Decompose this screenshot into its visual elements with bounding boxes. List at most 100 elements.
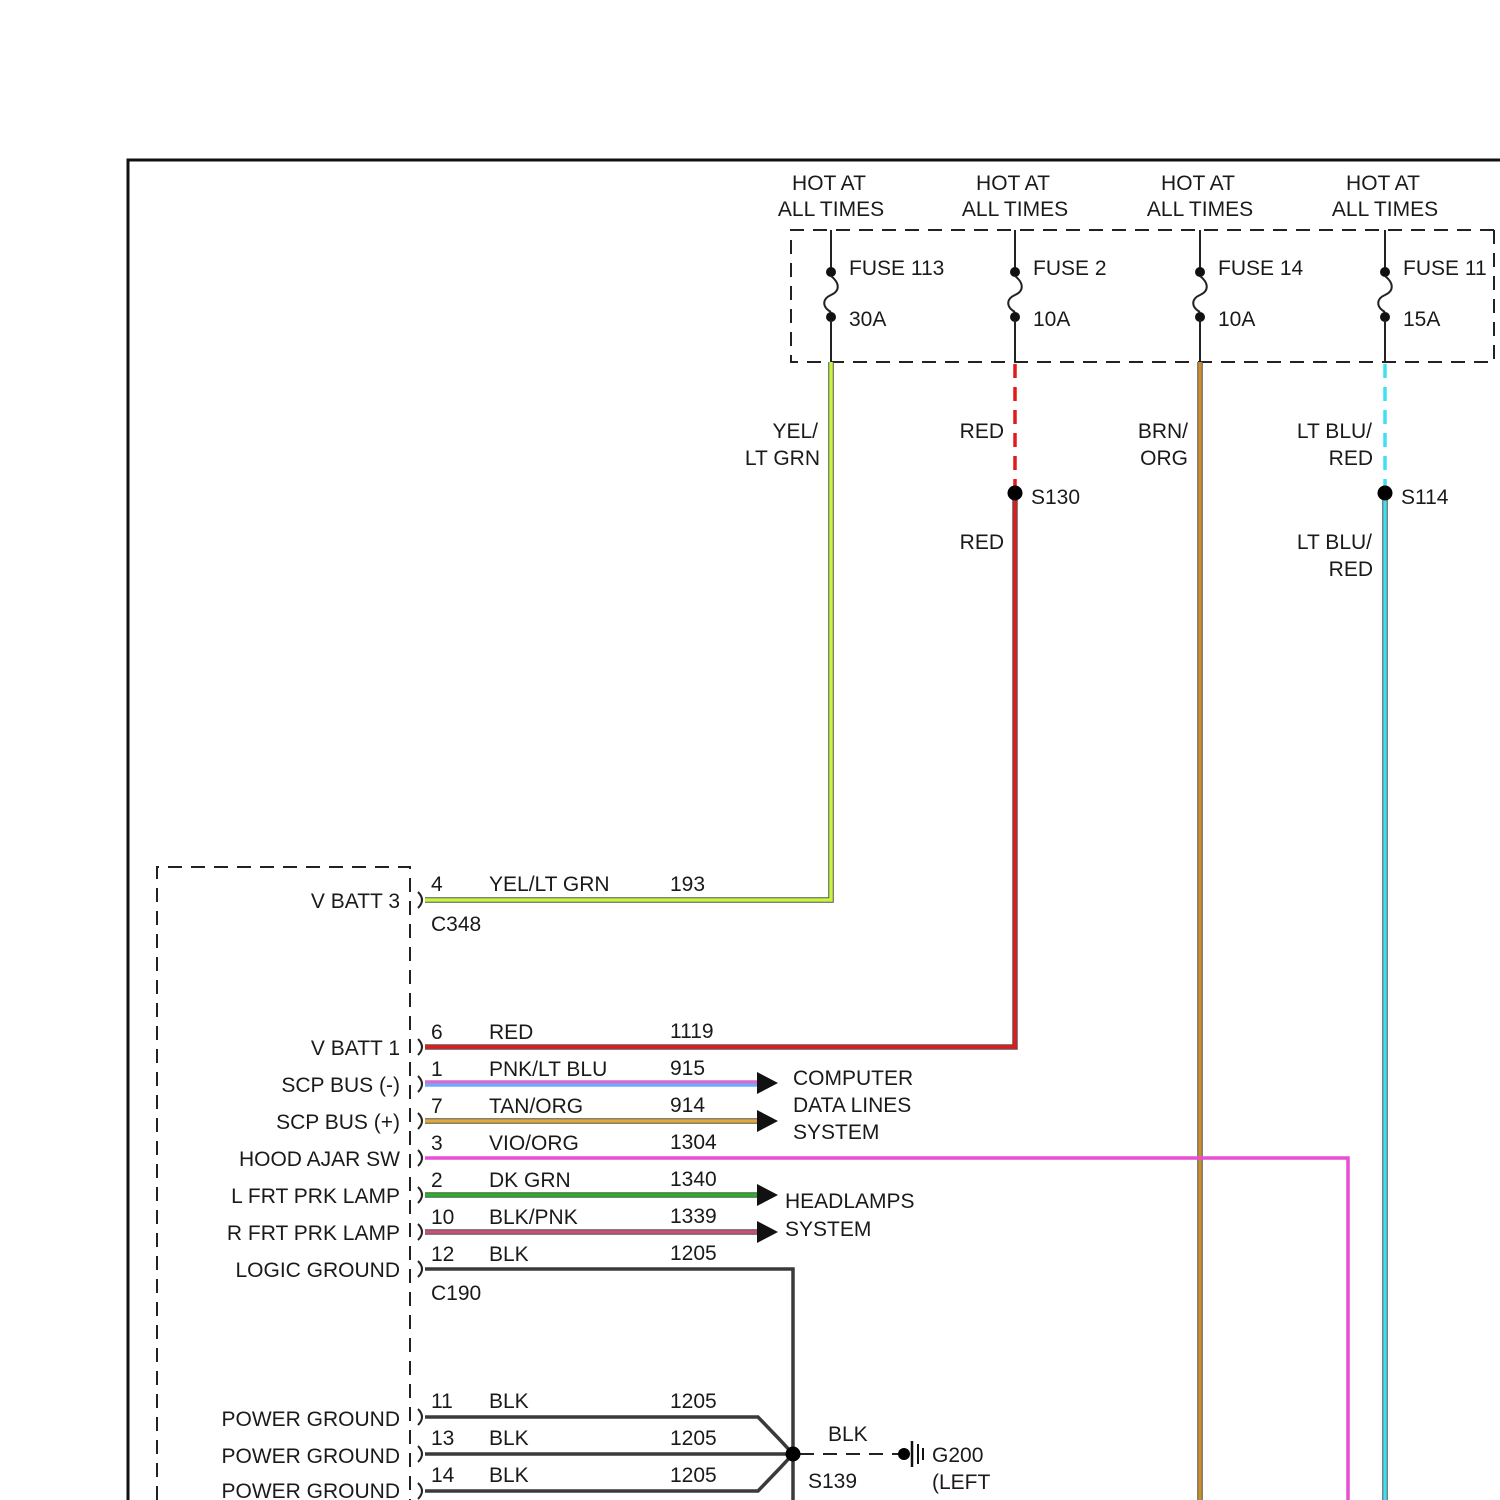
wire-color-label: BLK — [489, 1427, 529, 1450]
pin-label-scp-bus-pos: SCP BUS (+) — [276, 1111, 400, 1134]
svg-text:HOT AT: HOT AT — [792, 172, 866, 195]
svg-text:HOT AT: HOT AT — [1161, 172, 1235, 195]
fuse-14-rating: 10A — [1218, 308, 1255, 331]
wire-color-label: DK GRN — [489, 1169, 571, 1192]
ground-wire-color-label: BLK — [828, 1423, 868, 1446]
feed-label-f2-top: RED — [960, 420, 1004, 443]
pin-number: 12 — [431, 1243, 454, 1266]
splice-s139-label: S139 — [808, 1470, 857, 1493]
pin-number: 13 — [431, 1427, 454, 1450]
computer-data-lines-label: COMPUTER DATA LINES SYSTEM — [793, 1067, 913, 1144]
wire-yel-lt-grn — [425, 362, 831, 900]
circuit-number: 1340 — [670, 1168, 717, 1191]
pin-number: 3 — [431, 1132, 443, 1155]
pin-label-logic-ground: LOGIC GROUND — [235, 1259, 400, 1282]
svg-text:HOT AT: HOT AT — [1346, 172, 1420, 195]
circuit-number: 1205 — [670, 1242, 717, 1265]
pin-label-r-frt-prk-lamp: R FRT PRK LAMP — [227, 1222, 400, 1245]
splice-s114-label: S114 — [1401, 486, 1449, 509]
feed-label-f14-line1: BRN/ — [1138, 420, 1188, 443]
svg-text:SYSTEM: SYSTEM — [793, 1121, 879, 1144]
svg-text:SYSTEM: SYSTEM — [785, 1218, 871, 1241]
fuse-11: FUSE 11 15A — [1378, 230, 1486, 362]
feed-label-f14-line2: ORG — [1140, 447, 1188, 470]
hot-label-fuse-14: HOT AT ALL TIMES — [1147, 172, 1253, 221]
svg-text:HEADLAMPS: HEADLAMPS — [785, 1190, 915, 1213]
pin-label-power-ground-2: POWER GROUND — [222, 1445, 401, 1468]
pin-label-v-batt-3: V BATT 3 — [311, 890, 400, 913]
wire-color-label: RED — [489, 1021, 533, 1044]
fuse-11-rating: 15A — [1403, 308, 1440, 331]
splice-s114-dot — [1378, 486, 1393, 501]
wire-yel-lt-grn-edge — [425, 362, 831, 900]
pin-label-hood-ajar-sw: HOOD AJAR SW — [239, 1148, 400, 1171]
fuse-113: FUSE 113 30A — [824, 230, 944, 362]
feed-label-f2-bottom: RED — [960, 531, 1004, 554]
pin-label-v-batt-1: V BATT 1 — [311, 1037, 400, 1060]
feed-label-f11-bottom-line2: RED — [1329, 558, 1373, 581]
splice-s130-dot — [1008, 486, 1023, 501]
circuit-number: 1205 — [670, 1464, 717, 1487]
wire-red — [425, 494, 1015, 1047]
hot-label-fuse-11: HOT AT ALL TIMES — [1332, 172, 1438, 221]
fuse-11-name: FUSE 11 — [1403, 257, 1487, 280]
pin-label-l-frt-prk-lamp: L FRT PRK LAMP — [231, 1185, 400, 1208]
arrow-headlamps-left — [757, 1184, 778, 1206]
splice-s139-dot — [786, 1447, 801, 1462]
connector-c348-label: C348 — [431, 913, 481, 936]
ground-g200-label: G200 — [932, 1444, 983, 1467]
wire-color-label: BLK/PNK — [489, 1206, 578, 1229]
circuit-number: 1304 — [670, 1131, 717, 1154]
pin-label-power-ground-1: POWER GROUND — [222, 1408, 401, 1431]
headlamps-system-label: HEADLAMPS SYSTEM — [785, 1190, 915, 1241]
pin-label-scp-bus-neg: SCP BUS (-) — [281, 1074, 400, 1097]
feed-label-f113-line2: LT GRN — [745, 447, 820, 470]
connector-c348-bracket — [418, 892, 422, 908]
wire-blk-power-ground-14 — [425, 1454, 793, 1491]
fuse-panel-box — [791, 230, 1494, 362]
fuse-2: FUSE 2 10A — [1008, 230, 1106, 362]
fuse-113-rating: 30A — [849, 308, 886, 331]
pin-number: 11 — [431, 1390, 453, 1413]
svg-text:DATA LINES: DATA LINES — [793, 1094, 911, 1117]
circuit-number: 1205 — [670, 1390, 717, 1413]
svg-text:ALL TIMES: ALL TIMES — [1332, 198, 1438, 221]
wire-color-label: BLK — [489, 1464, 529, 1487]
fuse-14: FUSE 14 10A — [1193, 230, 1303, 362]
wire-color-label: TAN/ORG — [489, 1095, 583, 1118]
feed-label-f11-bottom-line1: LT BLU/ — [1297, 531, 1372, 554]
feed-label-f11-top-line2: RED — [1329, 447, 1373, 470]
pin-number: 1 — [431, 1058, 443, 1081]
svg-text:ALL TIMES: ALL TIMES — [778, 198, 884, 221]
wire-color-label: VIO/ORG — [489, 1132, 579, 1155]
fuse-2-name: FUSE 2 — [1033, 257, 1107, 280]
wire-blk-power-ground-11 — [425, 1417, 793, 1454]
circuit-number: 915 — [670, 1057, 705, 1080]
circuit-number: 1119 — [670, 1020, 714, 1043]
wire-red-edge — [425, 494, 1015, 1047]
feed-label-f113-line1: YEL/ — [772, 420, 818, 443]
ground-location-label: (LEFT — [932, 1471, 991, 1494]
connector-c190-brackets — [418, 1039, 422, 1499]
pin-number: 7 — [431, 1095, 443, 1118]
pin-number: 14 — [431, 1464, 455, 1487]
hot-label-fuse-113: HOT AT ALL TIMES — [778, 172, 884, 221]
svg-text:COMPUTER: COMPUTER — [793, 1067, 913, 1090]
arrow-headlamps-right — [757, 1221, 778, 1243]
pin-number: 4 — [431, 873, 443, 896]
wire-color-label: PNK/LT BLU — [489, 1058, 607, 1081]
pin-number: 2 — [431, 1169, 443, 1192]
fuse-113-name: FUSE 113 — [849, 257, 944, 280]
wire-color-label: BLK — [489, 1390, 529, 1413]
pin-number: 6 — [431, 1021, 443, 1044]
circuit-number: 914 — [670, 1094, 705, 1117]
fuse-2-rating: 10A — [1033, 308, 1070, 331]
hot-label-fuse-2: HOT AT ALL TIMES — [962, 172, 1068, 221]
wire-color-label: YEL/LT GRN — [489, 873, 610, 896]
wire-color-label: BLK — [489, 1243, 529, 1266]
svg-text:ALL TIMES: ALL TIMES — [1147, 198, 1253, 221]
connector-c190-label: C190 — [431, 1282, 481, 1305]
pin-label-power-ground-3: POWER GROUND — [222, 1480, 401, 1500]
circuit-number: 1339 — [670, 1205, 717, 1228]
